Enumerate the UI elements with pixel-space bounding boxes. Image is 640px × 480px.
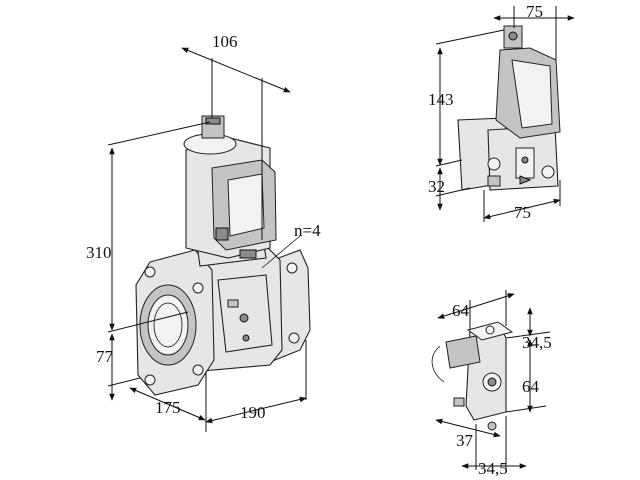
small-dim-right: 64 <box>522 377 540 396</box>
side-dim-top: 75 <box>526 2 543 21</box>
main-dim-height: 310 <box>86 243 112 262</box>
small-dim-left-bottom: 37 <box>456 431 474 450</box>
small-dimension-labels: 64 34,5 64 37 34,5 <box>452 301 552 478</box>
main-valve-drawing <box>135 115 311 396</box>
side-dimension-labels: 75 143 32 75 <box>428 2 543 222</box>
side-dim-width: 75 <box>514 203 531 222</box>
main-dimension-labels: 106 310 77 175 190 n=4 <box>86 32 321 422</box>
main-dim-top: 106 <box>212 32 238 51</box>
main-dimension-lines <box>107 47 307 432</box>
main-dim-lower: 77 <box>96 347 114 366</box>
small-dimension-lines <box>435 290 551 470</box>
side-dim-lower: 32 <box>428 177 445 196</box>
small-view-drawing <box>431 321 514 431</box>
side-view-drawing <box>457 25 561 191</box>
main-dim-depth: 175 <box>155 398 181 417</box>
small-dim-bottom: 34,5 <box>478 459 508 478</box>
small-dim-top: 64 <box>452 301 470 320</box>
main-dim-length: 190 <box>240 403 266 422</box>
side-dimension-lines <box>435 6 575 222</box>
flange-holes-label: n=4 <box>294 221 321 240</box>
small-dim-right-top: 34,5 <box>522 333 552 352</box>
side-dim-height: 143 <box>428 90 454 109</box>
